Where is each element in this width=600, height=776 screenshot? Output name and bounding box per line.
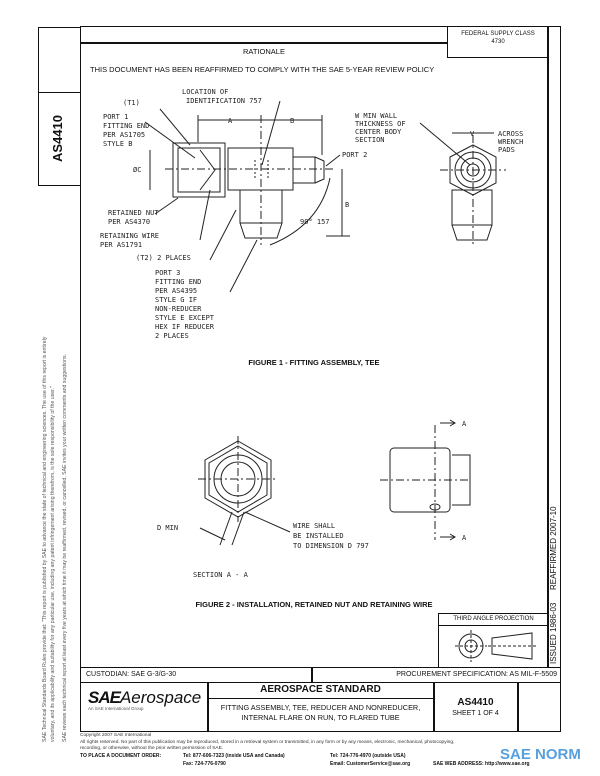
sheet-number: SHEET 1 OF 4	[452, 710, 499, 717]
section-title: RATIONALE	[243, 47, 285, 56]
angle-label: 90° 157	[300, 218, 330, 226]
sae-norm-watermark: SAE NORM	[500, 746, 581, 763]
port1-label-2: FITTING END	[103, 122, 149, 130]
across-wrench-label-2: WRENCH	[498, 138, 523, 146]
tel-us: Tel: 877-606-7323 (inside USA and Canada…	[183, 753, 285, 759]
logo-divider	[207, 682, 209, 732]
nut-side-view	[380, 425, 471, 540]
tee-side-view	[419, 122, 506, 245]
location-id-label: LOCATION OF	[182, 88, 228, 96]
w-min-wall-label-3: CENTER BODY	[355, 128, 402, 136]
procurement-spec: PROCUREMENT SPECIFICATION: AS MIL-F-5509	[396, 671, 557, 678]
w-min-wall-label-4: SECTION	[355, 136, 385, 144]
rights-text: All rights reserved. No part of this pub…	[80, 740, 455, 745]
logo-tagline: An SAE International Group	[88, 706, 144, 711]
port3-line: 2 PLACES	[155, 332, 189, 340]
custodian-divider	[311, 667, 313, 683]
title-divider	[433, 682, 435, 732]
w-min-wall-label-2: THICKNESS OF	[355, 120, 406, 128]
retaining-wire-label: RETAINING WIRE	[100, 232, 159, 240]
arrow-icon	[440, 419, 456, 427]
number-divider	[517, 682, 519, 732]
custodian: CUSTODIAN: SAE G-3/G-30	[86, 671, 177, 678]
order-label: TO PLACE A DOCUMENT ORDER:	[80, 753, 162, 759]
logo-aerospace: Aerospace	[119, 688, 202, 707]
t1-label: (T1)	[123, 99, 140, 107]
w-min-wall-label: W MIN WALL	[355, 112, 397, 120]
port3-line: STYLE G IF	[155, 296, 197, 304]
wire-note-2: BE INSTALLED	[293, 532, 344, 540]
location-id-label-2: IDENTIFICATION 757	[186, 97, 262, 105]
section-arrow-bottom: A	[462, 534, 467, 542]
figure1-caption: FIGURE 1 - FITTING ASSEMBLY, TEE	[248, 358, 380, 367]
tel-intl: Tel: 724-776-4970 (outside USA)	[330, 753, 406, 759]
tee-front-view	[144, 100, 350, 293]
standard-type: AEROSPACE STANDARD	[260, 684, 381, 695]
d-min-label: D MIN	[157, 524, 178, 532]
port3-line: FITTING END	[155, 278, 201, 286]
across-wrench-label: ACROSS	[498, 130, 523, 138]
dim-c: ØC	[133, 166, 141, 174]
retaining-wire-label-2: PER AS1791	[100, 241, 142, 249]
arrow-icon	[440, 533, 456, 541]
logo-sae: SAE	[88, 688, 121, 707]
port3-line: PER AS4395	[155, 287, 197, 295]
retained-nut-label: RETAINED NUT	[108, 209, 159, 217]
port1-label-3: PER AS1705	[103, 131, 145, 139]
web-address[interactable]: SAE WEB ADDRESS: http://www.sae.org	[433, 761, 530, 767]
projection-divider	[438, 625, 549, 626]
dim-a: A	[228, 117, 233, 125]
nut-section-view	[198, 436, 291, 546]
dim-b: B	[290, 117, 294, 125]
across-wrench-label-3: PADS	[498, 146, 515, 154]
custodian-row	[80, 667, 561, 683]
wire-note-3: TO DIMENSION D 797	[293, 542, 369, 550]
rights-text-2: recording, or otherwise, without the pri…	[80, 746, 224, 751]
dim-v: V	[470, 130, 475, 138]
port3-label: PORT 3 FITTING END PER AS4395 STYLE G IF…	[155, 269, 215, 340]
document-number: AS4410	[457, 697, 494, 708]
document-title-1: FITTING ASSEMBLY, TEE, REDUCER AND NONRE…	[220, 703, 421, 712]
port3-line: PORT 3	[155, 269, 180, 277]
figure2-caption: FIGURE 2 - INSTALLATION, RETAINED NUT AN…	[195, 600, 433, 609]
retained-nut-label-2: PER AS4370	[108, 218, 150, 226]
t2-label: (T2) 2 PLACES	[136, 254, 191, 262]
wire-note: WIRE SHALL	[293, 522, 335, 530]
header-divider	[80, 42, 448, 44]
federal-supply-class-value: 4730	[491, 39, 505, 45]
federal-supply-class-label: FEDERAL SUPPLY CLASS	[461, 31, 535, 37]
document-title-2: INTERNAL FLARE ON RUN, TO FLARED TUBE	[241, 713, 400, 722]
port2-label: PORT 2	[342, 151, 367, 159]
sae-aerospace-logo: SAEAerospace An SAE International Group	[88, 688, 201, 711]
rationale-text: THIS DOCUMENT HAS BEEN REAFFIRMED TO COM…	[90, 65, 435, 74]
right-strip-divider	[547, 26, 549, 667]
fax: Fax: 724-776-0790	[183, 761, 226, 767]
dim-b-vertical: B	[345, 201, 349, 209]
page-frame	[80, 26, 561, 732]
federal-supply-class-box	[447, 26, 549, 58]
port3-line: HEX IF REDUCER	[155, 323, 215, 331]
email: Email: CustomerService@sae.org	[330, 761, 411, 767]
port1-label-4: STYLE B	[103, 140, 133, 148]
port1-label: PORT 1	[103, 113, 128, 121]
standard-type-divider	[207, 698, 433, 699]
projection-title: THIRD ANGLE PROJECTION	[453, 616, 534, 622]
section-arrow-top: A	[462, 420, 467, 428]
port3-line: STYLE E EXCEPT	[155, 314, 215, 322]
section-label: SECTION A - A	[193, 571, 249, 579]
copyright: Copyright 2007 SAE International	[80, 733, 152, 738]
third-angle-projection-symbol	[455, 630, 538, 662]
port3-line: NON-REDUCER	[155, 305, 202, 313]
